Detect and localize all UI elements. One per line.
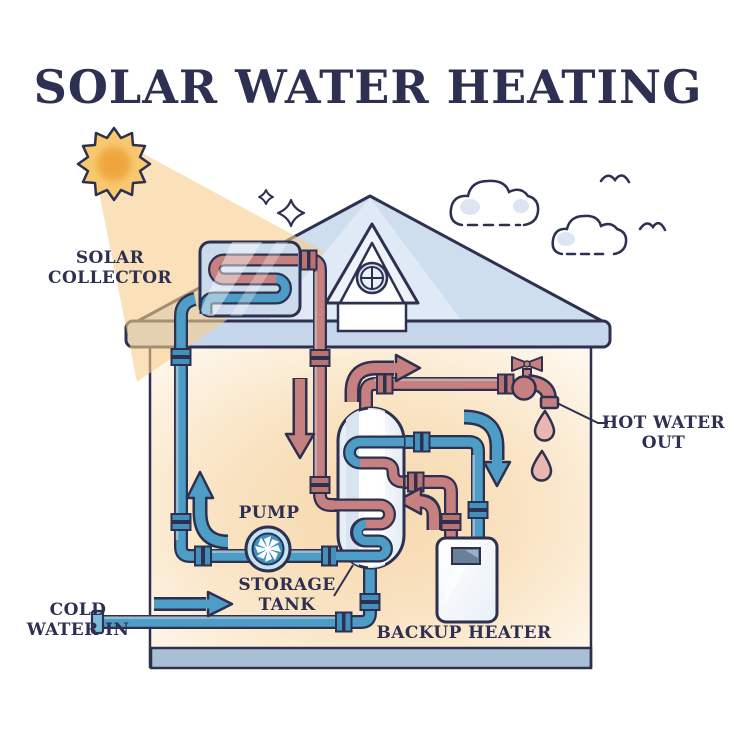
label-storage-tank: STORAGE TANK bbox=[238, 575, 336, 615]
bird-icon bbox=[599, 174, 631, 184]
solar-collector-panel bbox=[198, 240, 302, 318]
collector-glass-reflection bbox=[200, 242, 288, 316]
flow-arrow-up-blue bbox=[185, 470, 229, 550]
flow-arrow-left-red-heater bbox=[395, 486, 442, 530]
pipe-solar-return-cold bbox=[174, 292, 338, 563]
pipe-cold-water-in bbox=[90, 564, 377, 635]
water-drop-icon bbox=[533, 409, 556, 442]
sparkle-icon bbox=[258, 189, 274, 205]
collector-coil bbox=[199, 253, 298, 314]
label-solar-collector: SOLAR COLLECTOR bbox=[48, 248, 172, 288]
label-backup-heater: BACKUP HEATER bbox=[376, 623, 552, 643]
flow-arrow-right-blue-cold bbox=[154, 590, 234, 618]
flow-arrow-down-blue-right bbox=[463, 409, 512, 488]
water-drop-icon bbox=[530, 449, 553, 482]
faucet-icon bbox=[511, 356, 560, 410]
pipe-tank-to-heater bbox=[403, 435, 485, 544]
pipe-heater-to-tank bbox=[403, 475, 458, 544]
cloud-icon bbox=[449, 179, 540, 227]
tank-coil-lower bbox=[334, 498, 396, 563]
dormer-window bbox=[355, 261, 389, 295]
pump-impeller-icon bbox=[244, 525, 292, 573]
flow-arrow-down-red bbox=[284, 378, 316, 460]
sun-icon bbox=[76, 126, 152, 202]
pointer-line-storage-tank bbox=[333, 564, 354, 597]
label-cold-water-in: COLD WATER IN bbox=[26, 600, 130, 640]
pipe-couplers bbox=[170, 249, 515, 633]
tank-coil-upper bbox=[343, 435, 404, 489]
sparkle-icon bbox=[276, 198, 306, 228]
flow-arrow-right-red-top bbox=[344, 353, 422, 402]
backup-heater bbox=[435, 536, 499, 624]
storage-tank bbox=[334, 406, 406, 570]
dormer bbox=[324, 222, 420, 333]
label-pump: PUMP bbox=[238, 503, 300, 523]
bird-icon bbox=[638, 221, 667, 232]
label-hot-water-out: HOT WATER OUT bbox=[601, 413, 726, 453]
cloud-icon bbox=[551, 214, 628, 256]
foundation bbox=[149, 646, 593, 670]
page-title: SOLAR WATER HEATING bbox=[33, 60, 703, 114]
pointer-line-hot-water-out bbox=[556, 402, 608, 424]
valve-handle-icon bbox=[511, 356, 543, 379]
